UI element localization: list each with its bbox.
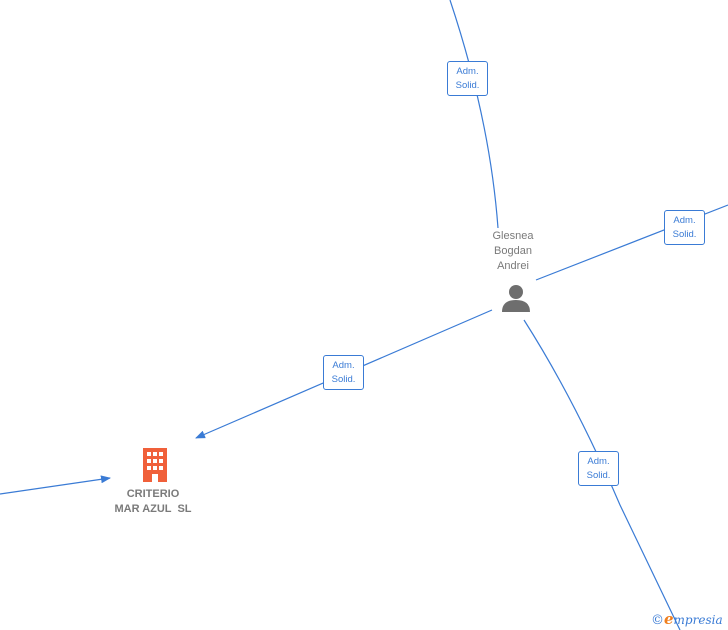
person-name-line: Andrei	[497, 260, 529, 272]
edge-label-type: Solid.	[672, 229, 697, 240]
copyright-icon: ©	[651, 613, 664, 628]
brand-name: mpresia	[673, 613, 723, 627]
edge-label-type: Solid.	[331, 374, 356, 385]
edge-label-type: Solid.	[586, 470, 611, 481]
person-name-line: Bogdan	[494, 245, 532, 257]
edge-label-type: Solid.	[455, 80, 480, 91]
edge-label-company[interactable]: Adm. Solid.	[323, 355, 364, 390]
brand-initial: e	[664, 610, 674, 628]
edge-label-right[interactable]: Adm. Solid.	[664, 210, 705, 245]
company-name[interactable]: CRITERIO MAR AZUL SL	[114, 488, 192, 515]
person-icon[interactable]	[501, 283, 531, 313]
building-icon[interactable]	[140, 448, 170, 482]
edge-label-role: Adm.	[456, 66, 479, 77]
edge-label-top[interactable]: Adm. Solid.	[447, 61, 488, 96]
edge-label-role: Adm.	[673, 215, 696, 226]
brand-watermark: ©empresia	[651, 610, 723, 628]
edge-line-bottom	[523, 319, 681, 630]
edge-line-top	[449, 0, 499, 229]
edge-label-role: Adm.	[587, 456, 610, 467]
edge-label-role: Adm.	[332, 360, 355, 371]
person-name[interactable]: Glesnea Bogdan Andrei	[453, 229, 573, 274]
edge-line-left-incoming	[0, 475, 111, 495]
person-name-line: Glesnea	[492, 230, 534, 242]
edge-label-bottom[interactable]: Adm. Solid.	[578, 451, 619, 486]
